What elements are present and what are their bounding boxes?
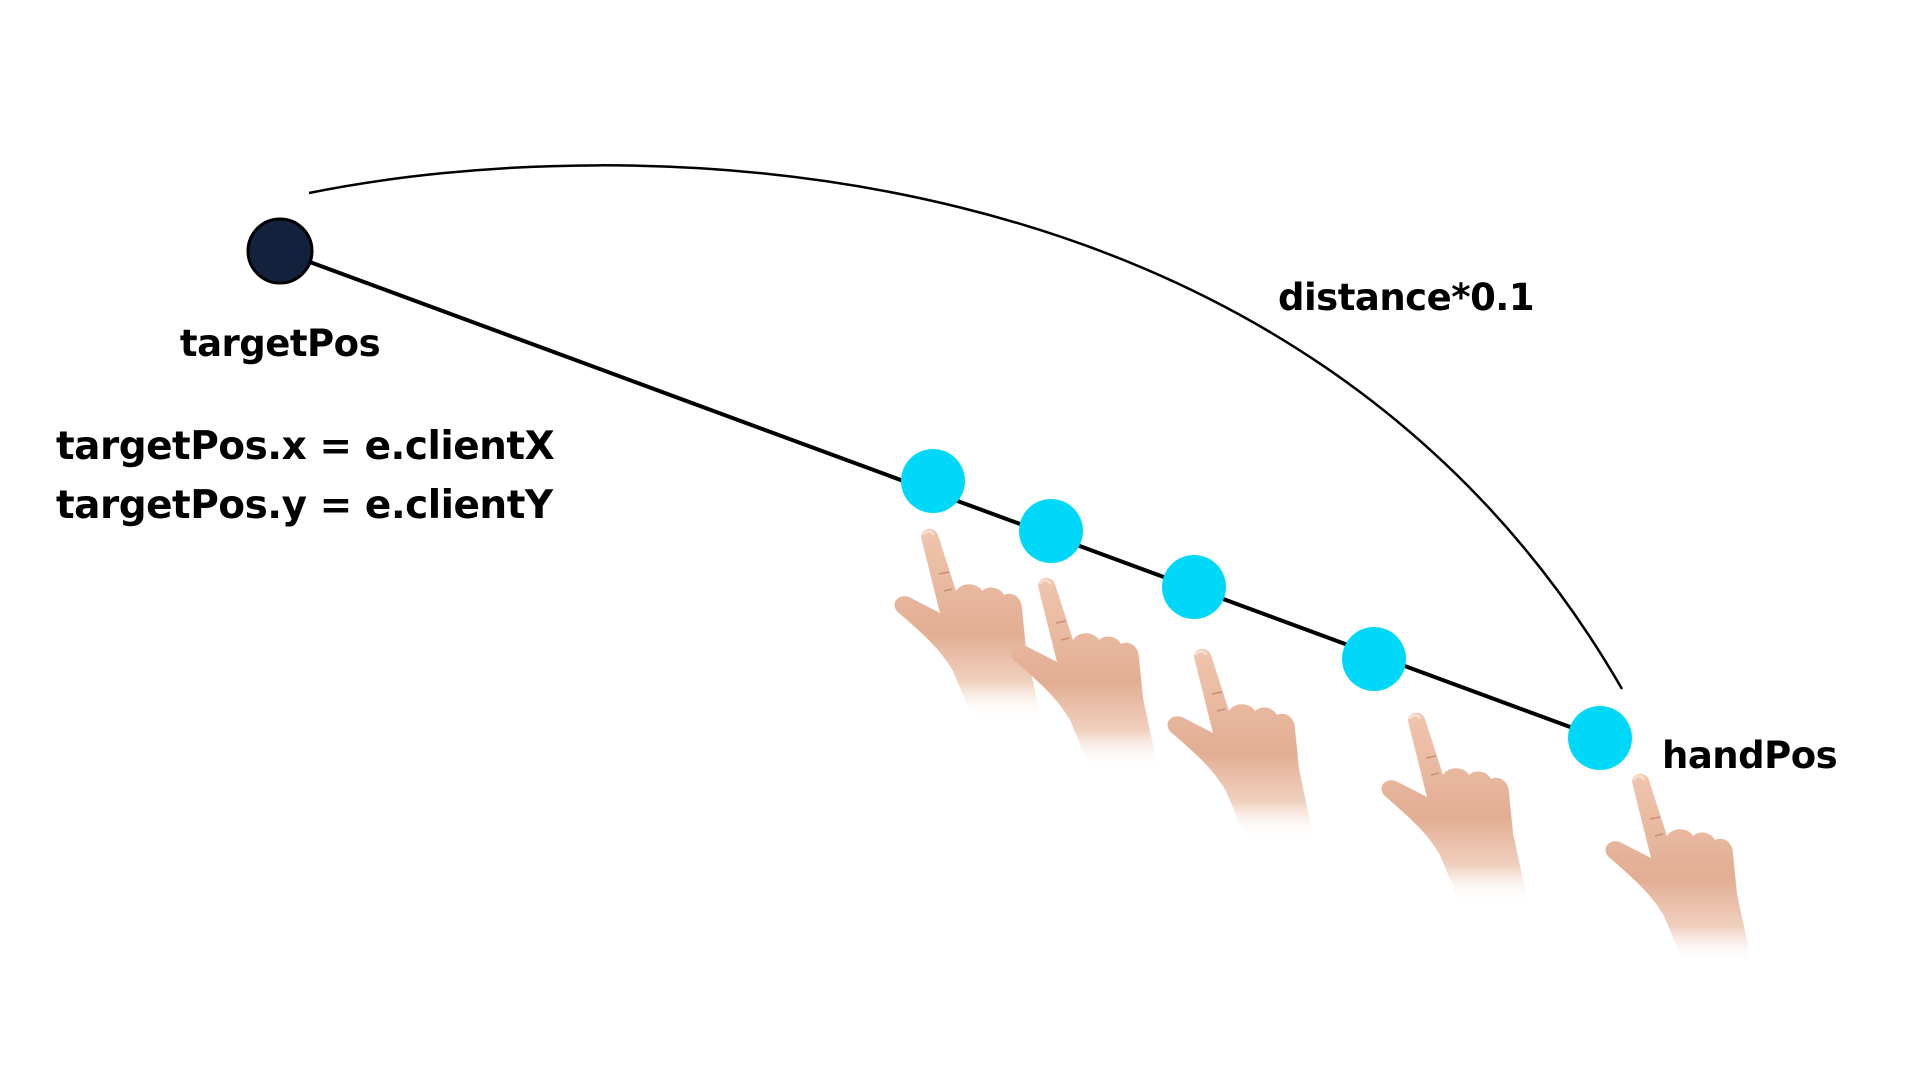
trail-dot xyxy=(1162,555,1226,619)
pointing-hand-icon xyxy=(1603,772,1754,966)
distance-arc xyxy=(308,164,1624,690)
trail-dot xyxy=(1019,499,1083,563)
hand-pos-dot xyxy=(1568,706,1632,770)
trail-dot xyxy=(901,449,965,513)
pointing-hand-icon xyxy=(892,527,1043,721)
target-pos-dot xyxy=(246,217,314,285)
trail-dot xyxy=(1342,627,1406,691)
hand-pos-label: handPos xyxy=(1662,734,1838,777)
pointing-hand-icon xyxy=(1165,647,1316,841)
pointing-hand-icon xyxy=(1379,711,1530,905)
pointing-hand-icon xyxy=(1009,576,1160,770)
target-y-formula: targetPos.y = e.clientY xyxy=(56,483,553,528)
target-pos-label: targetPos xyxy=(179,322,381,365)
target-x-formula: targetPos.x = e.clientX xyxy=(56,424,555,469)
distance-label: distance*0.1 xyxy=(1278,276,1535,319)
